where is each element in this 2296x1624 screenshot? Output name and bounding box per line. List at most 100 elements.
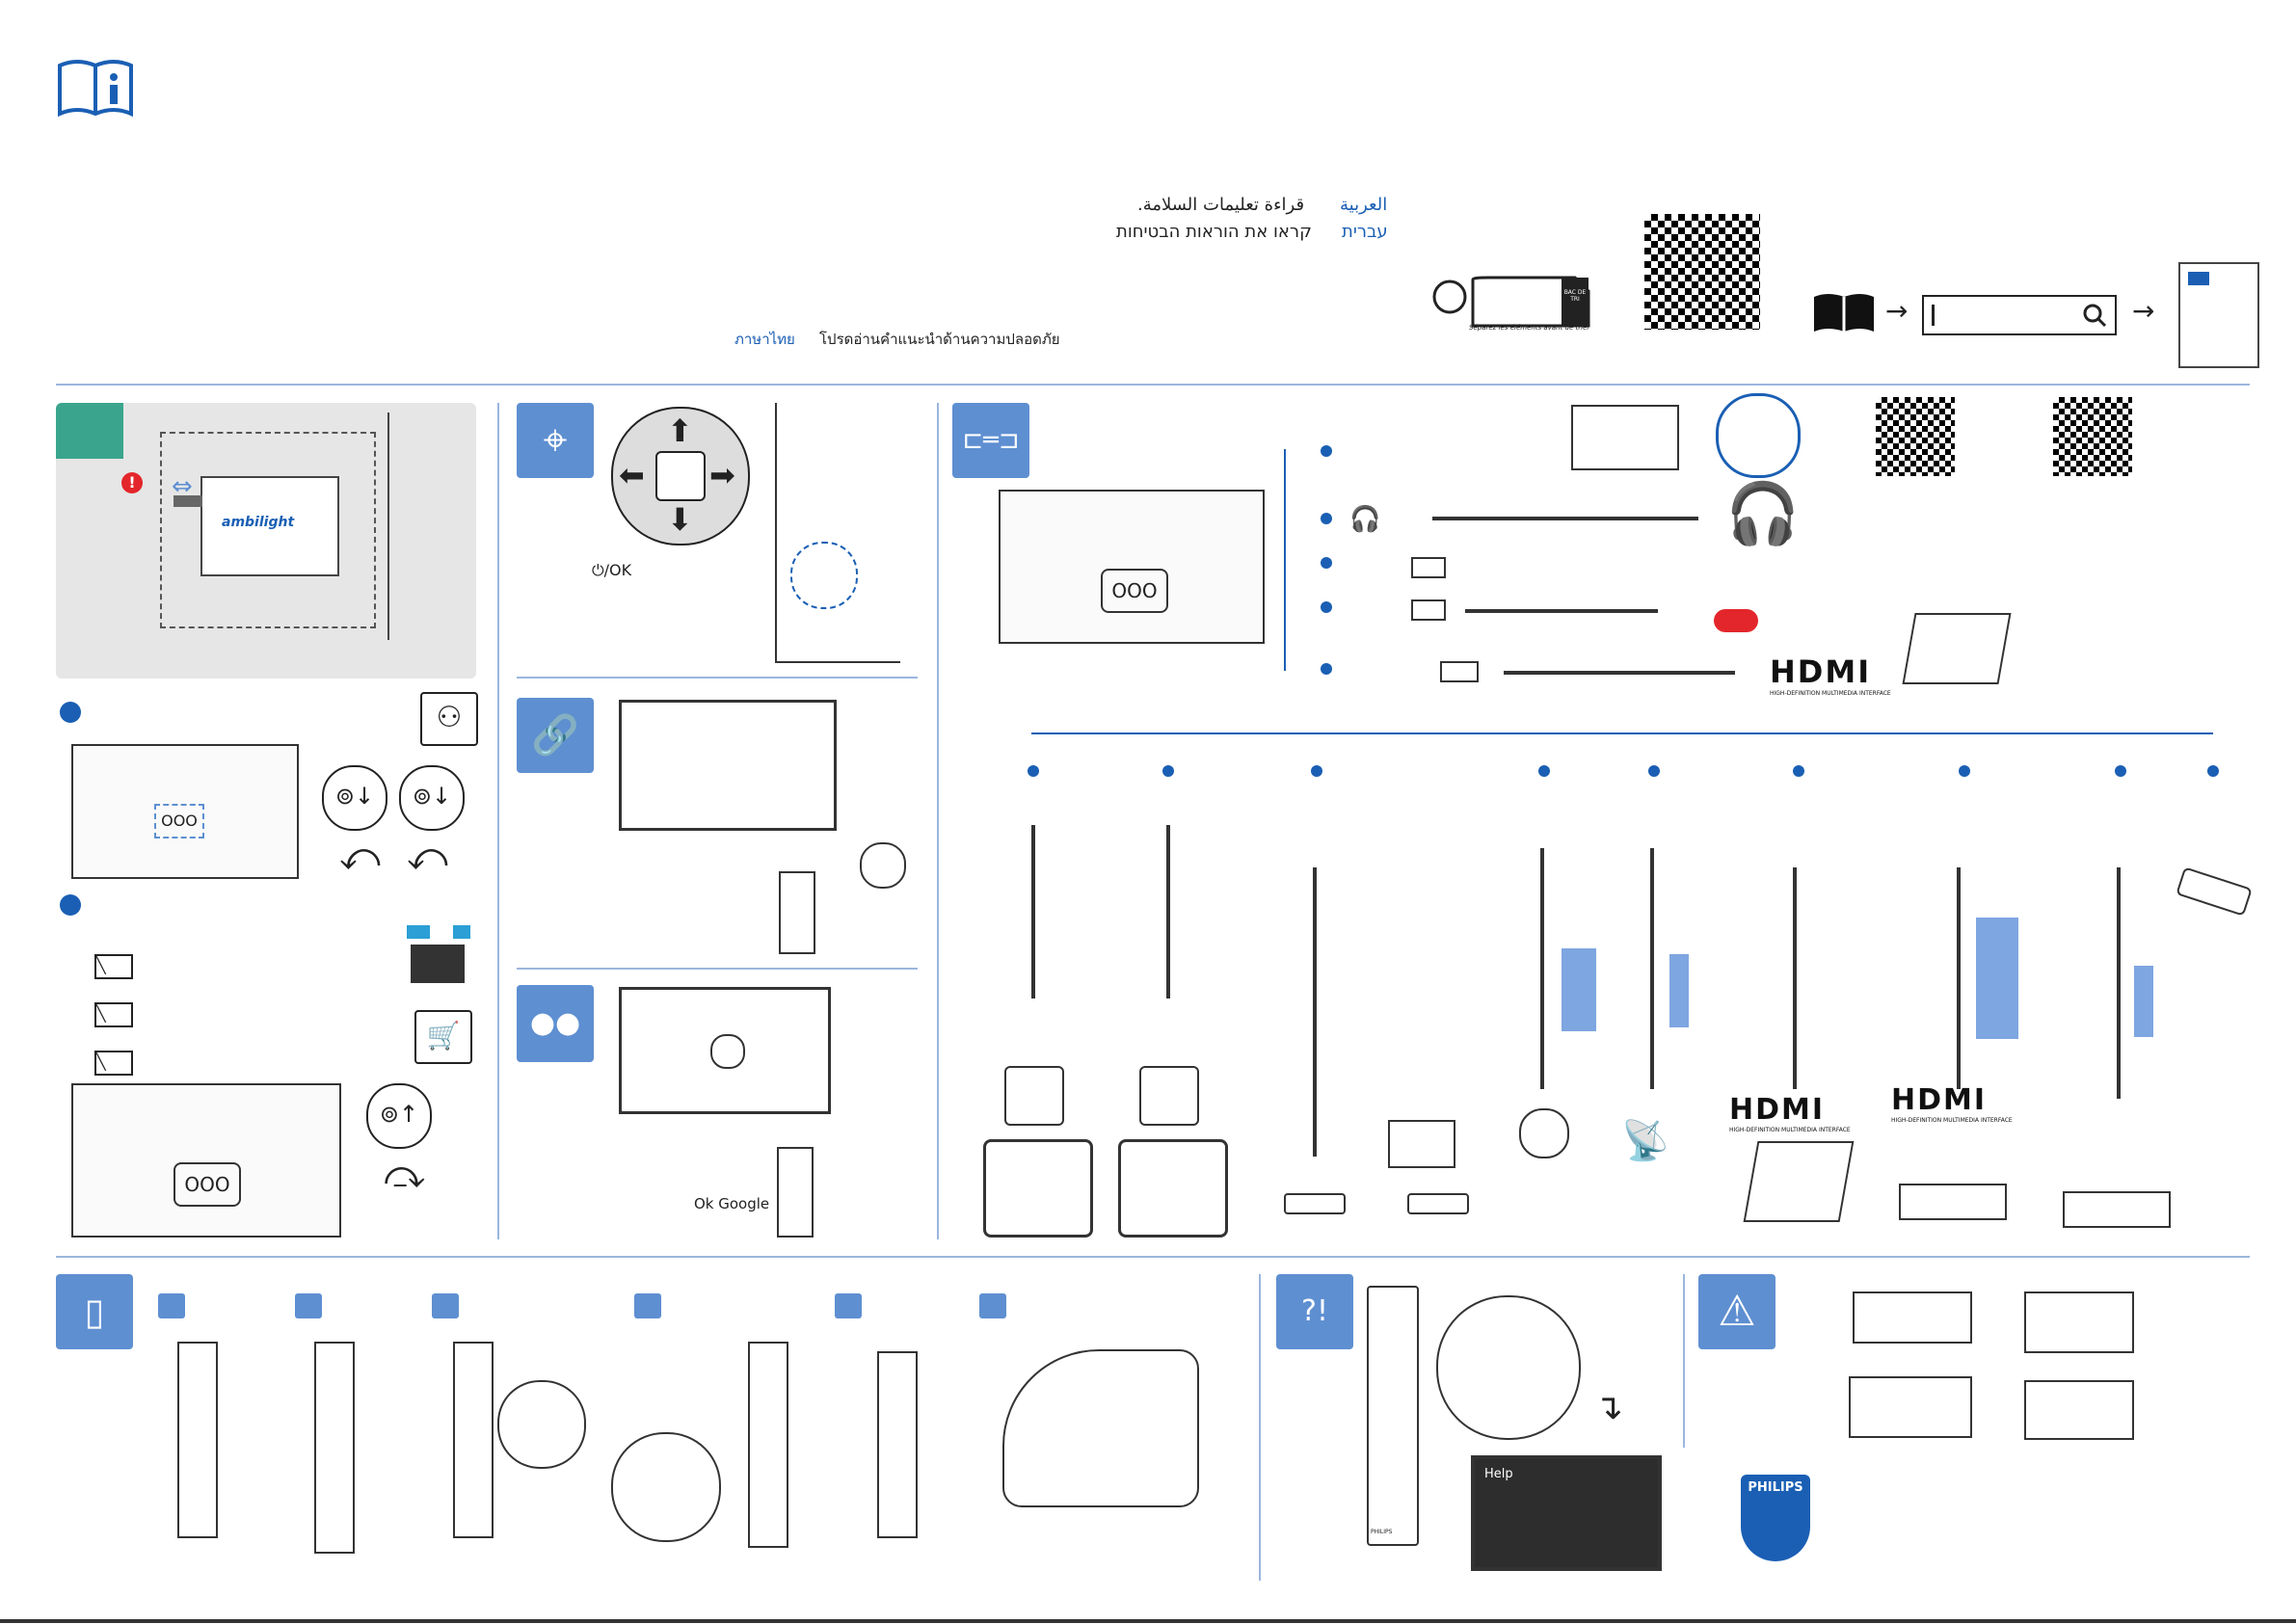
vesa-holes: OOO (174, 1162, 241, 1207)
search-field[interactable] (1922, 295, 2117, 335)
battery-zoom (497, 1380, 586, 1469)
divider (517, 677, 918, 679)
vesa-holes: OOO (154, 804, 204, 839)
search-icon (2083, 304, 2107, 328)
stand-icon-2: ╲ (94, 1002, 133, 1027)
screwdriver-icon: ⤺ (339, 835, 381, 879)
no-heat-icon (1853, 1291, 1972, 1344)
step-square (634, 1293, 661, 1318)
satellite-dish-icon (1519, 1108, 1569, 1158)
remote-hand (777, 1147, 814, 1238)
connector-dot (1311, 765, 1322, 777)
connector-bus (1031, 732, 2213, 734)
antenna-icon: 📡 (1621, 1119, 1669, 1163)
shopping-cart-icon: 🛒 (414, 1010, 472, 1064)
divider (937, 403, 939, 1239)
connector-dot (1648, 765, 1660, 777)
tv-front: ambilight (200, 476, 339, 576)
vesa-holes: OOO (1101, 569, 1168, 613)
cleaning-ok-icon (2024, 1291, 2134, 1353)
wall-outline (160, 432, 376, 628)
divider (1683, 1274, 1685, 1448)
link-section-icon: 🔗 (517, 698, 594, 773)
step-square (835, 1293, 862, 1318)
arrow-up-icon: ⬆ (667, 413, 693, 449)
connector-dot (1793, 765, 1804, 777)
mount-arm (174, 495, 202, 507)
joystick-control[interactable]: ⬆ ⬇ ⬅ ➡ (611, 407, 750, 546)
qr-code (1644, 214, 1760, 330)
label-placeholder (2134, 966, 2153, 1037)
laptop-icon (1902, 613, 2012, 684)
warning-section-icon: ⚠ (1698, 1274, 1775, 1349)
divider (517, 968, 918, 970)
usb-stick-icon (2176, 866, 2253, 917)
remote-section-icon: ▯ (56, 1274, 133, 1349)
qr-code (2053, 397, 2132, 476)
connector-line (1284, 449, 1286, 671)
arrow-down-icon: ⬇ (667, 501, 693, 538)
cam-module-icon (1571, 405, 1679, 470)
recycle-pictogram: Séparez les éléments avant de trier BAC … (1430, 272, 1596, 332)
divider (1259, 1274, 1261, 1581)
cables-section-icon: ⊏═⊐ (952, 403, 1029, 478)
power-cable-uk (1166, 825, 1170, 998)
remote-front: PHILIPS (1367, 1286, 1419, 1546)
divider (56, 1256, 2250, 1258)
connector-dot (1321, 601, 1332, 613)
remote-hand (779, 871, 815, 954)
step-square (158, 1293, 185, 1318)
remote-back-cover (748, 1342, 788, 1548)
step-square (432, 1293, 459, 1318)
text-cursor (1932, 305, 1935, 326)
cam-zoom (1716, 393, 1801, 478)
remote-battery-bay (453, 1342, 494, 1538)
ambilight-label: ambilight (222, 515, 295, 530)
step-2-dot (60, 894, 81, 916)
tv-screen-assistant (619, 987, 831, 1114)
sorting-bin-label: BAC DE TRI (1563, 289, 1587, 303)
arabic-safety-text: قراءة تعليمات السلامة. (1137, 195, 1305, 215)
thai-safety-text: โปรดอ่านคำแนะนำด้านความปลอดภัย (819, 331, 1060, 348)
wall-socket-eu (1004, 1066, 1064, 1126)
arrow-right-icon: ➡ (709, 457, 735, 493)
arabic-language-label: العربية (1340, 195, 1388, 215)
tv-wifi-icon (1388, 1120, 1455, 1168)
av-receiver-icon (1899, 1184, 2007, 1220)
stand-box-icon (407, 925, 470, 983)
screw-insert-icon: ⊚↑ (366, 1083, 432, 1149)
swivel-arrows-icon: ⇔ (172, 472, 193, 501)
tv-back-panel-2: OOO (71, 1083, 341, 1238)
wall-mount-panel: ! ambilight ⇔ (56, 403, 476, 679)
hdmi-cable (1504, 671, 1735, 675)
step-badge (56, 403, 123, 459)
philips-shield-logo: PHILIPS (1741, 1475, 1810, 1561)
hebrew-language-label: עברית (1342, 222, 1388, 242)
screwdriver-icon: ⤺ (407, 835, 448, 879)
step-square (295, 1293, 322, 1318)
connector-dot (1959, 765, 1970, 777)
divider (56, 384, 2250, 386)
connector-dot (2207, 765, 2219, 777)
arrow-left-icon: ⬅ (619, 457, 645, 493)
screw-remove-icon: ⊚↓ (399, 765, 465, 831)
hdmi-cable-1 (1793, 867, 1797, 1089)
stand-icon-1: ╲ (94, 954, 133, 979)
no-spray-icon (1849, 1376, 1972, 1438)
headphone-cable (1432, 517, 1698, 520)
help-menu-zoom (1436, 1295, 1581, 1440)
antenna-cable (1650, 848, 1654, 1089)
ethernet-cable (1313, 867, 1317, 1157)
connector-dot (1321, 663, 1332, 675)
two-person-lift-icon: ⚇ (420, 692, 478, 746)
warning-icon: ! (121, 472, 143, 493)
remote-back-cover (314, 1342, 355, 1554)
remote-back-cover (177, 1342, 218, 1538)
arrow-right-icon: → (2132, 295, 2155, 327)
usb-port-icon (1411, 599, 1446, 621)
thai-language-label: ภาษาไทย (734, 331, 795, 348)
connector-dot (1028, 765, 1039, 777)
tv-screen (619, 700, 837, 831)
remote-keyboard-flip (1002, 1349, 1199, 1507)
hdmi-port-icon (1440, 661, 1479, 682)
